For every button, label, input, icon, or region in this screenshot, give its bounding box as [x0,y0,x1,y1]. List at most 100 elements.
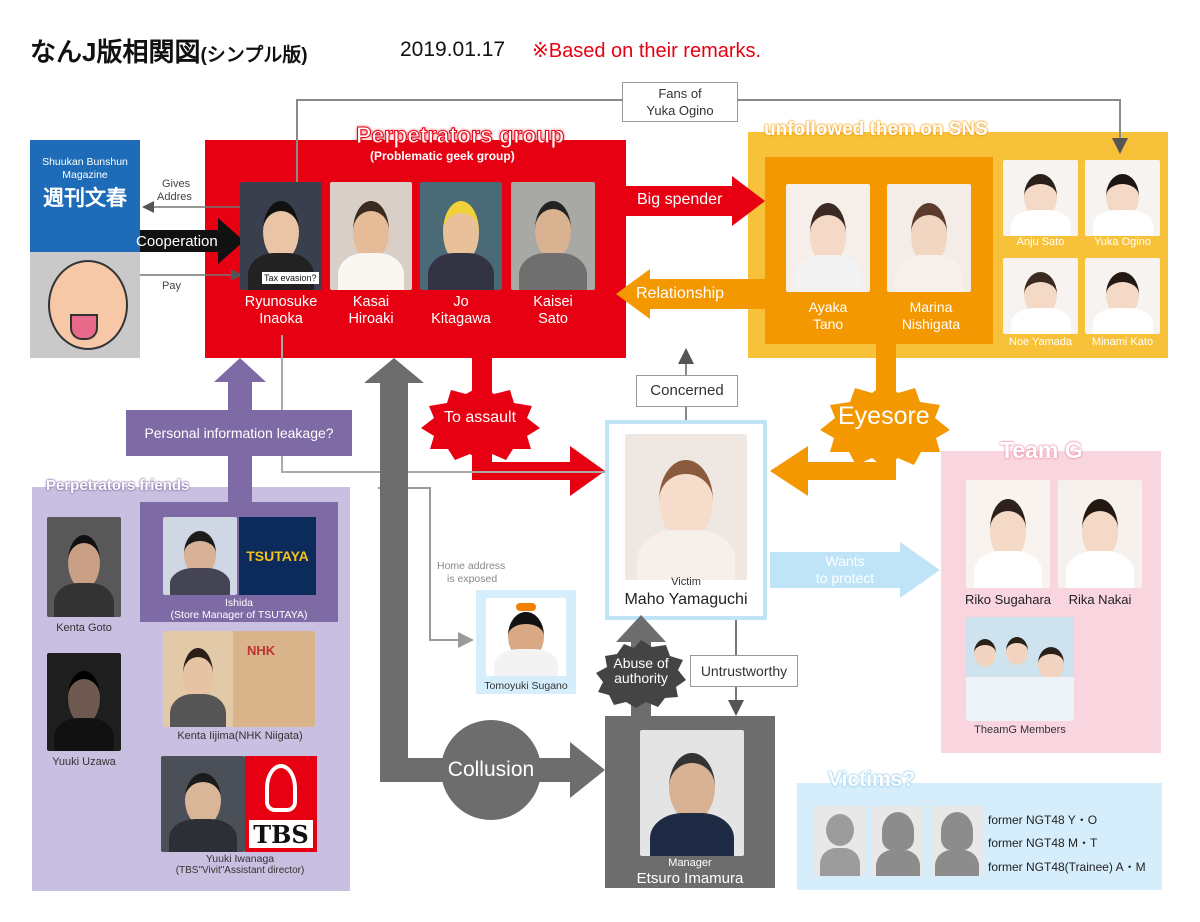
member-kaisei-2: Sato [538,311,568,327]
untrustworthy-label: Untrustworthy [690,655,798,687]
big-spender-arrow [626,176,765,226]
photo-noe [1003,258,1078,334]
photo-kaisei [511,182,595,290]
member-kasai-2: Hiroaki [348,311,394,327]
fans-label-box: Fans of Yuka Ogino [622,82,738,122]
name-ishida: Ishida [224,597,254,609]
page-title: なんJ版相関図(シンプル版) [30,32,308,69]
fans-label-2: Yuka Ogino [646,103,714,118]
wants-protect-arrow [770,542,940,598]
bunshun-line2: Magazine [62,169,108,181]
to-assault-label: To assault [444,409,517,426]
member-name-kaisei: Kaisei Sato [507,294,599,328]
tbs-text-box: TBS [249,820,313,849]
member-name-inaoka: Ryunosuke Inaoka [235,294,327,328]
manager-role: Manager [668,857,712,869]
member-nishigata-2: Nishigata [901,316,961,332]
photo-uzawa [47,653,121,751]
photo-goto [47,517,121,617]
member-inaoka-1: Ryunosuke [244,294,318,310]
photo-iwanaga [161,756,245,852]
assault-burst [421,385,540,462]
relationship-label: Relationship [636,285,725,302]
title-main: なんJ版相関図 [30,37,201,67]
photo-minami [1085,258,1160,334]
abuse-label-2: authority [614,670,668,686]
tbs-text: TBS [253,820,309,849]
victim-silhouette-3 [931,806,983,876]
member-nishigata-1: Marina [909,299,953,315]
victims-item-1: former NGT48 Y・O [988,813,1098,827]
wants-protect-label-2: to protect [815,570,875,586]
eyesore-arrow [770,344,896,496]
photo-inaoka: Tax evasion? [240,182,322,290]
tsutaya-logo: TSUTAYA [239,517,316,595]
member-kaisei-1: Kaisei [533,294,573,310]
photo-nishigata [887,184,971,292]
name-sugahara: Riko Sugahara [965,592,1051,607]
name-iwanaga: Yuuki Iwanaga [205,853,275,865]
eyesore-burst [820,383,950,468]
assault-arrow [472,358,605,496]
page-date: 2019.01.17 [400,38,506,61]
giants-cap-icon [516,603,536,611]
cooperation-arrow [112,218,244,264]
member-name-kasai: Kasai Hiroaki [325,294,417,328]
member-kitagawa-2: Kitagawa [431,311,491,327]
member-name-tano: Ayaka Tano [786,299,870,333]
member-name-nishigata: Marina Nishigata [887,299,975,333]
cartoon-tongue-icon [70,314,98,340]
photo-kitagawa [420,182,502,290]
photo-tano [786,184,870,292]
silhouette-person-icon [882,812,914,850]
gives-label-2: Addres [157,191,192,203]
name-uzawa: Yuuki Uzawa [52,756,116,768]
victim-silhouette-1 [814,806,866,876]
cooperation-label: Cooperation [136,233,218,250]
member-tano-1: Ayaka [808,299,848,315]
silhouette-person-icon [941,812,973,850]
member-tano-2: Tano [812,316,844,332]
tbs-mascot-icon [265,764,297,812]
tax-evasion-tag: Tax evasion? [262,272,319,284]
teamg-title: Team G [1000,437,1083,463]
wants-protect-label-1: Wants [825,553,865,569]
victims-item-3: former NGT48(Trainee) A・M [988,860,1146,874]
nhk-text: NHK [247,643,276,658]
victims-title: Victims? [828,768,916,791]
name-minami: Minami Kato [1091,336,1154,348]
perpetrators-subtitle: (Problematic geek group) [370,149,515,163]
inaoka-victim-connector [281,335,605,473]
name-goto: Kenta Goto [56,622,112,634]
manager-name: Etsuro Imamura [636,870,744,887]
member-kasai-1: Kasai [352,294,390,310]
pay-label: Pay [162,280,181,292]
photo-iijima: NHK [163,631,315,727]
unfollowed-title: unfollowed them on SNS [764,119,988,140]
silhouette-person-icon [826,814,854,846]
member-inaoka-2: Inaoka [259,311,303,327]
photo-manager [640,730,744,856]
name-noe: Noe Yamada [1008,336,1073,348]
home-address-label-1: Home address [437,560,506,572]
big-spender-label: Big spender [637,191,723,208]
member-kitagawa-1: Jo [453,294,469,310]
victim-name: Maho Yamaguchi [624,591,748,608]
victim-role: Victim [671,576,701,588]
collusion-circle [441,720,541,820]
photo-victim [625,434,747,580]
abuse-label-1: Abuse of [613,655,669,671]
page-note: ※Based on their remarks. [532,40,762,62]
name-ogino: Yuka Ogino [1094,236,1151,248]
photo-sugano [486,598,566,676]
eyesore-label: Eyesore [838,402,930,430]
photo-ishida [163,517,237,595]
name-nakai: Rika Nakai [1068,592,1132,607]
concerned-label: Concerned [636,375,738,407]
detail-iwanaga: (TBS"Vivit"Assistant director) [175,865,305,876]
name-sugano: Tomoyuki Sugano [484,680,568,692]
collusion-arrow [364,358,605,798]
friends-title: Perpetrators friends [46,477,190,494]
name-anju: Anju Sato [1016,236,1065,248]
photo-kasai [330,182,412,290]
